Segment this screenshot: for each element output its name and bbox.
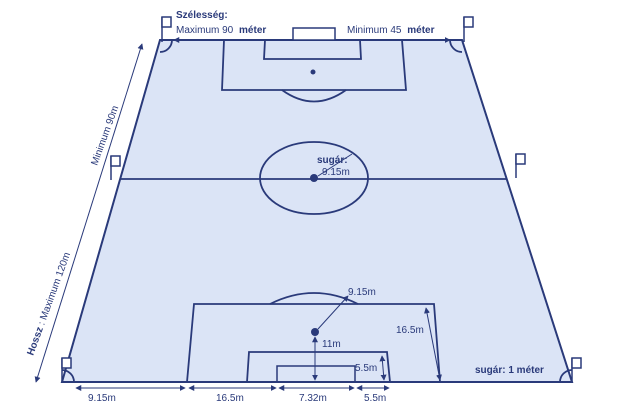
length-header: Hossz (25, 326, 45, 357)
top-goal (292, 27, 336, 41)
center-radius-value: 9.15m (322, 167, 350, 178)
box-to-goal-area-label: 16.5m (216, 393, 244, 404)
penalty-area-depth-label: 16.5m (396, 325, 424, 336)
width-max-value: Maximum 90 (176, 25, 234, 36)
penalty-spot-distance-label: 11m (322, 339, 341, 350)
corner-flag-top-left (161, 16, 172, 42)
bottom-goal-area (246, 351, 391, 383)
corner-to-box-label: 9.15m (88, 393, 116, 404)
goal-width-label: 7.32m (299, 393, 327, 404)
goal-area-width-label: 5.5m (364, 393, 386, 404)
halfway-flag-left (110, 155, 121, 180)
top-penalty-area (221, 39, 407, 91)
bottom-penalty-spot (311, 328, 319, 336)
center-circle (259, 141, 369, 215)
corner-flag-bottom-right (571, 357, 582, 382)
goal-area-depth-label: 5.5m (355, 363, 377, 374)
halfway-flag-right (515, 153, 526, 178)
width-min-unit: méter (407, 25, 434, 36)
width-header: Szélesség: (176, 10, 228, 21)
top-penalty-arc (281, 89, 347, 103)
width-max-unit: méter (239, 25, 266, 36)
width-min-value: Minimum 45 (347, 25, 402, 36)
svg-text:Minimum 45 méter: Minimum 45 méter (347, 25, 435, 36)
bottom-penalty-arc (269, 292, 359, 305)
center-spot (310, 174, 318, 182)
top-goal-area (263, 39, 362, 60)
center-radius-label: sugár: (317, 155, 348, 166)
svg-text:Maximum 90 méter: Maximum 90 méter (176, 25, 266, 36)
length-max-label: : Maximum 120m (37, 251, 74, 327)
corner-radius-label: sugár: 1 méter (475, 365, 544, 376)
corner-flag-top-right (463, 16, 474, 42)
top-penalty-spot (310, 69, 316, 75)
arc-radius-label: 9.15m (348, 287, 376, 298)
